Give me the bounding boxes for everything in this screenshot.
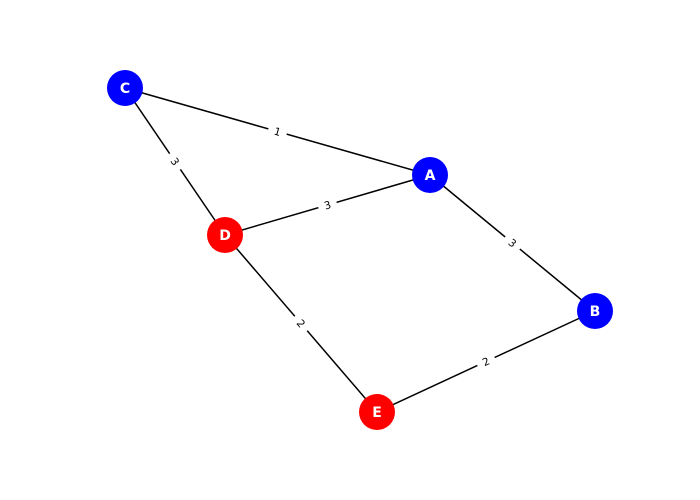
node-group-C: C [107, 70, 143, 106]
edge-weight-bg-A-B [501, 231, 524, 255]
edge-weight-bg-C-A [266, 122, 289, 141]
node-label-E: E [372, 405, 382, 421]
node-label-A: A [425, 168, 436, 184]
edge-weight-C-A: 1 [272, 126, 282, 139]
edge-weight-D-A: 3 [323, 199, 333, 212]
edge-weight-bg-E-B [474, 351, 498, 372]
node-A [412, 157, 448, 193]
edge-weight-bg-D-A [316, 196, 339, 214]
node-label-D: D [219, 228, 231, 244]
node-E [359, 394, 395, 430]
node-group-E: E [359, 394, 395, 430]
edge-weight-bg-C-D [164, 149, 186, 174]
node-label-C: C [120, 81, 130, 97]
node-B [577, 293, 613, 329]
edge-weight-group-D-E: 2 [289, 312, 313, 335]
node-group-D: D [207, 217, 243, 253]
edge-weight-group-C-D: 3 [164, 149, 186, 174]
node-group-B: B [577, 293, 613, 329]
node-group-A: A [412, 157, 448, 193]
edge-weight-group-E-B: 2 [474, 351, 498, 372]
node-D [207, 217, 243, 253]
edge-weight-group-A-B: 3 [501, 231, 524, 255]
node-C [107, 70, 143, 106]
edge-weight-E-B: 2 [481, 355, 492, 369]
edge-weight-bg-D-E [289, 312, 313, 335]
edge-weight-group-D-A: 3 [316, 196, 339, 214]
edge-weight-group-C-A: 1 [266, 122, 289, 141]
node-label-B: B [590, 304, 601, 320]
